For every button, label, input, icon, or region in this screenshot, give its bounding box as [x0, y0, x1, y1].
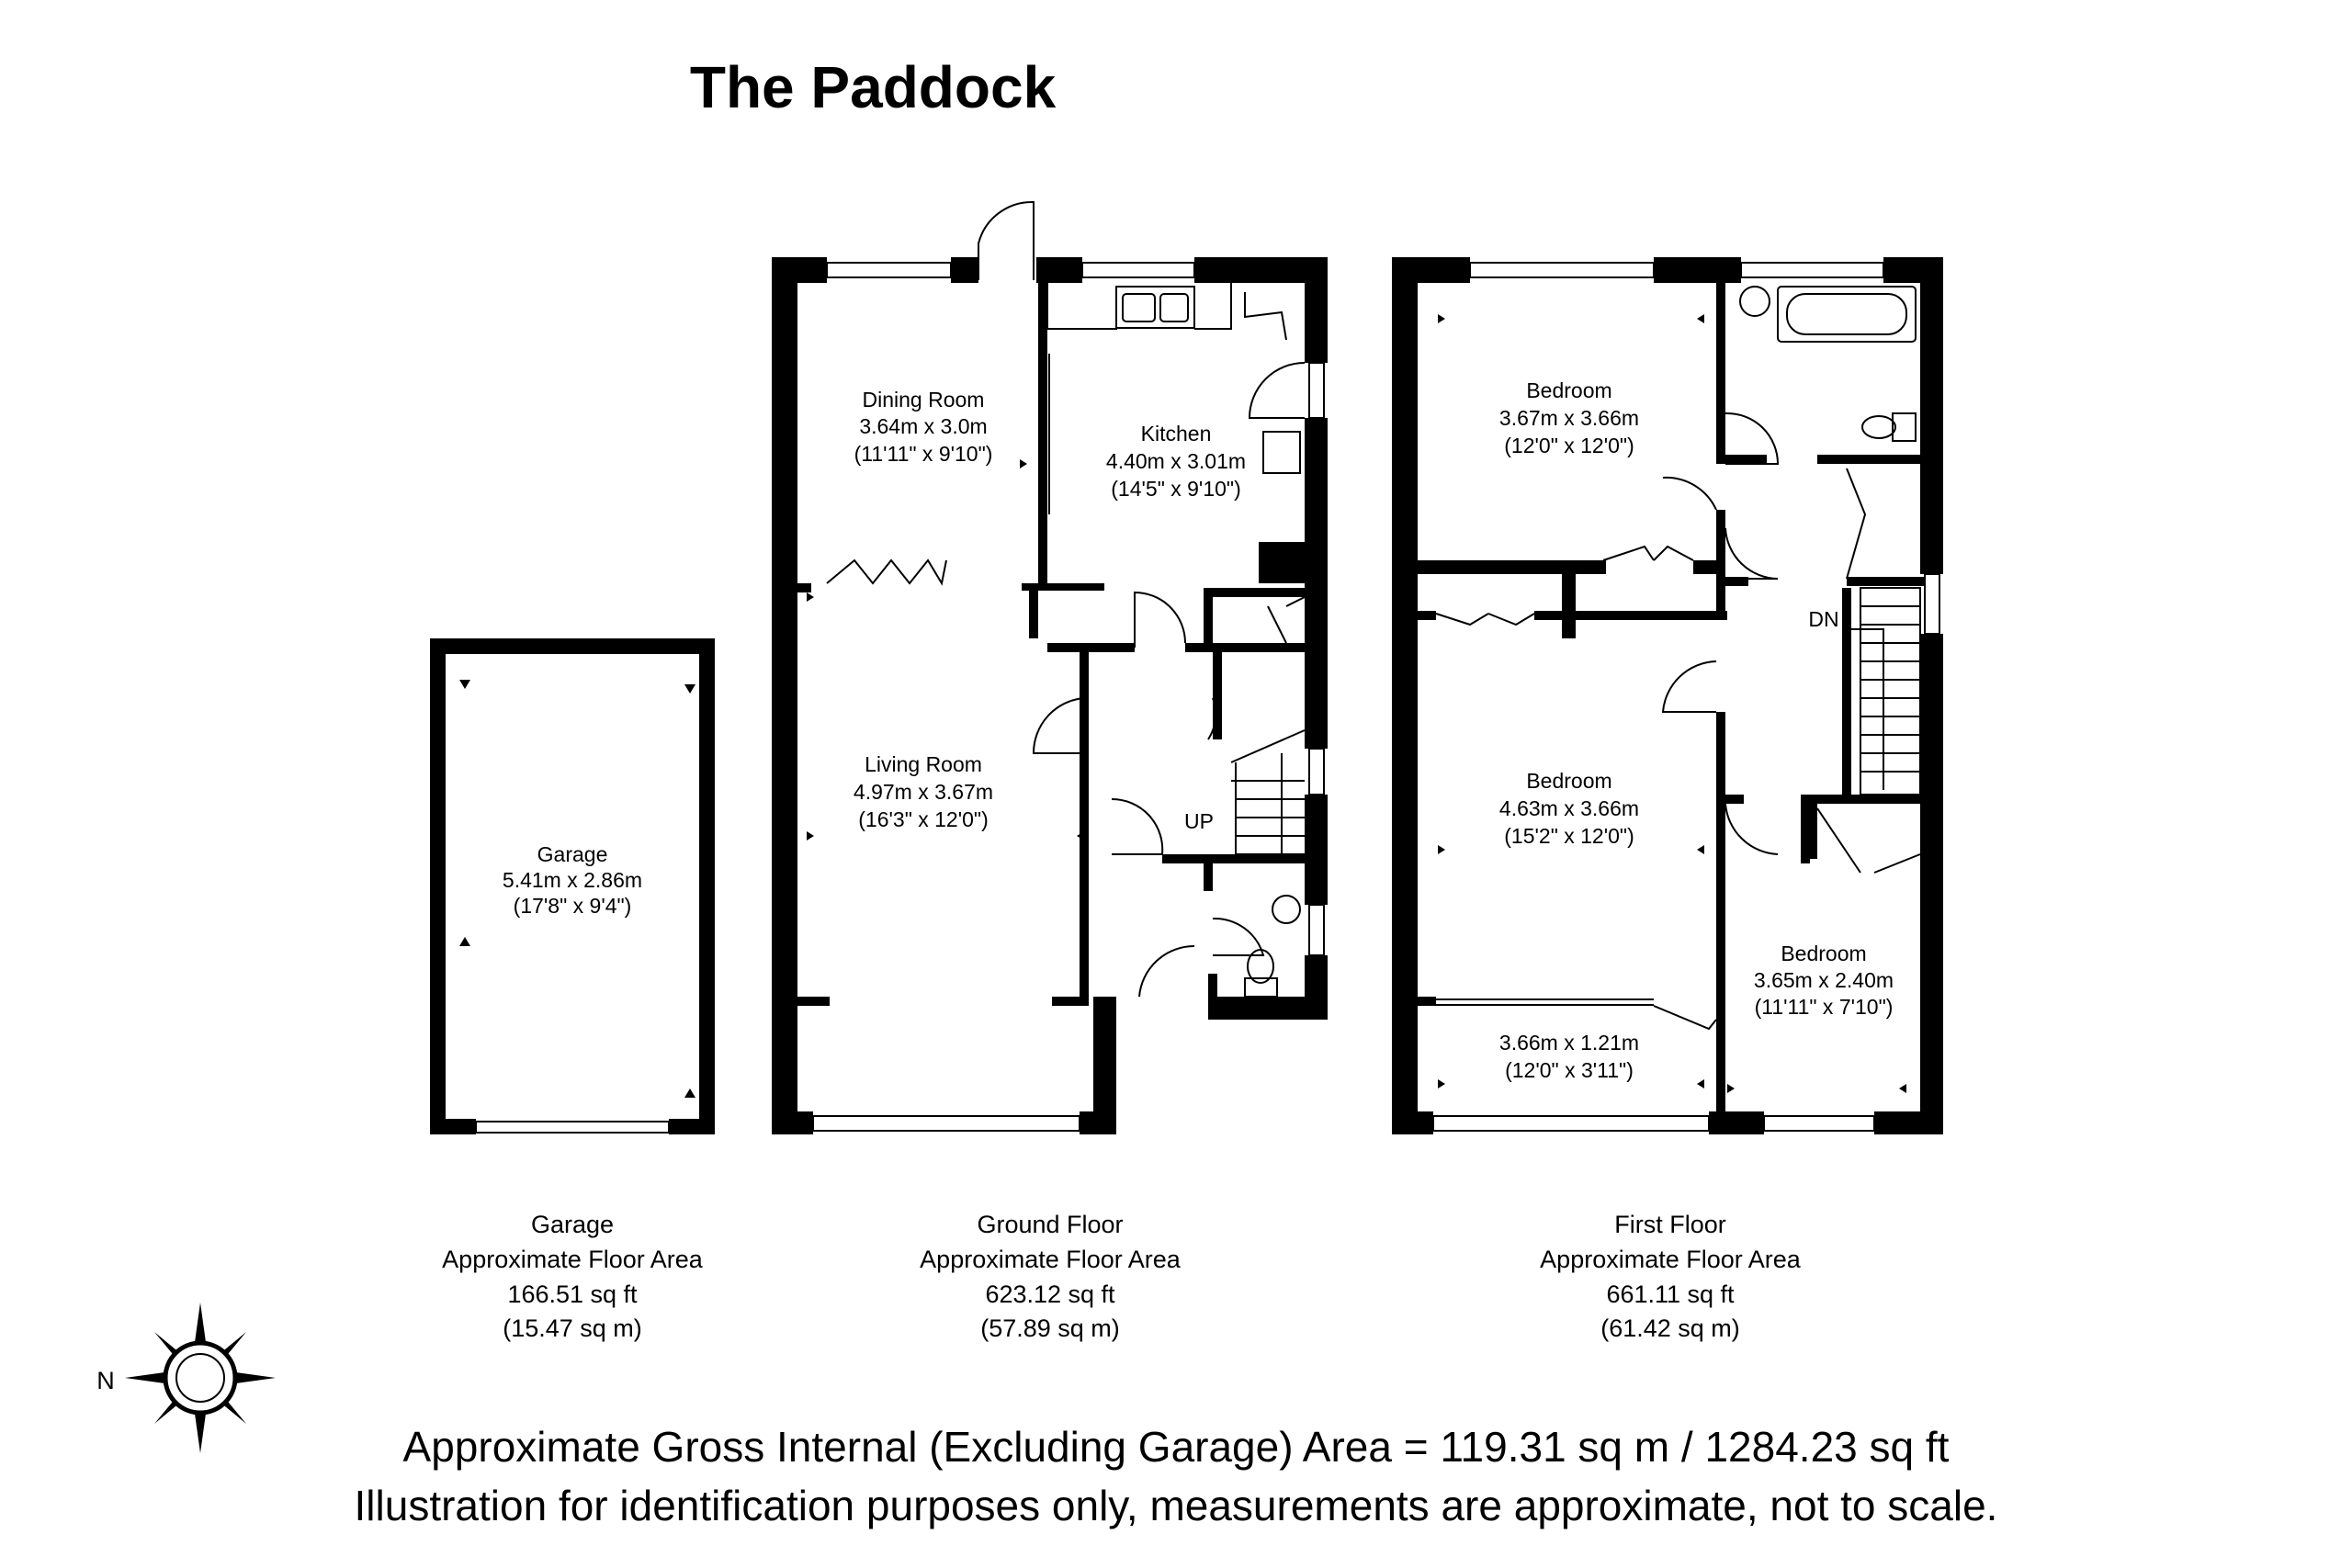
- plan-title: The Paddock: [689, 54, 1057, 120]
- dining-room-imperial: (11'11" x 9'10"): [854, 442, 993, 466]
- living-room-name: Living Room: [865, 752, 982, 776]
- down-label: DN: [1808, 607, 1838, 631]
- floor-area-captions: Garage Approximate Floor Area 166.51 sq …: [442, 1211, 1802, 1342]
- room-labels: Garage 5.41m x 2.86m (17'8" x 9'4") Dini…: [503, 378, 1894, 1082]
- first-area-sqm: (61.42 sq m): [1600, 1314, 1740, 1342]
- dining-room-name: Dining Room: [863, 388, 985, 412]
- garage-area-line2: Approximate Floor Area: [442, 1246, 704, 1273]
- bedroom3-imperial: (11'11" x 7'10"): [1755, 995, 1894, 1019]
- living-room-dims: 4.97m x 3.67m: [854, 780, 993, 804]
- fixtures: [826, 276, 1921, 998]
- gross-area-text: Approximate Gross Internal (Excluding Ga…: [402, 1423, 1950, 1471]
- ground-area-line2: Approximate Floor Area: [920, 1246, 1182, 1273]
- garage-room-dims: 5.41m x 2.86m: [503, 868, 642, 892]
- garage-room-name: Garage: [537, 842, 608, 866]
- garage-area-sqft: 166.51 sq ft: [507, 1280, 638, 1308]
- ground-area-line1: Ground Floor: [977, 1211, 1123, 1238]
- landing-room-dims: 3.66m x 1.21m: [1499, 1031, 1639, 1055]
- dining-room-dims: 3.64m x 3.0m: [859, 414, 987, 438]
- walls: [430, 257, 1943, 1134]
- garage-area-line1: Garage: [531, 1211, 614, 1238]
- north-label: N: [96, 1367, 115, 1394]
- windows: [432, 262, 1940, 1134]
- compass-icon: [125, 1303, 276, 1453]
- bedroom1-name: Bedroom: [1526, 378, 1611, 402]
- bedroom3-name: Bedroom: [1781, 942, 1866, 965]
- doors: [978, 200, 1921, 1031]
- garage-room-imperial: (17'8" x 9'4"): [514, 894, 632, 918]
- garage-area-sqm: (15.47 sq m): [503, 1314, 642, 1342]
- kitchen-imperial: (14'5" x 9'10"): [1111, 477, 1240, 501]
- disclaimer-text: Illustration for identification purposes…: [354, 1482, 1998, 1529]
- bedroom2-name: Bedroom: [1526, 769, 1611, 793]
- kitchen-name: Kitchen: [1141, 422, 1212, 446]
- first-area-line1: First Floor: [1614, 1211, 1726, 1238]
- ground-area-sqft: 623.12 sq ft: [985, 1280, 1115, 1308]
- kitchen-dims: 4.40m x 3.01m: [1106, 449, 1246, 473]
- bedroom2-imperial: (15'2" x 12'0"): [1504, 824, 1634, 848]
- up-label: UP: [1184, 809, 1214, 833]
- living-room-imperial: (16'3" x 12'0"): [858, 807, 988, 831]
- landing-room-imperial: (12'0" x 3'11"): [1505, 1058, 1634, 1082]
- first-area-sqft: 661.11 sq ft: [1606, 1280, 1735, 1308]
- ground-area-sqm: (57.89 sq m): [980, 1314, 1120, 1342]
- measurement-markers: [459, 314, 1906, 1098]
- bedroom1-imperial: (12'0" x 12'0"): [1504, 434, 1634, 457]
- bedroom1-dims: 3.67m x 3.66m: [1499, 406, 1639, 430]
- bedroom3-dims: 3.65m x 2.40m: [1754, 968, 1894, 992]
- bedroom2-dims: 4.63m x 3.66m: [1499, 796, 1639, 820]
- first-area-line2: Approximate Floor Area: [1540, 1246, 1802, 1273]
